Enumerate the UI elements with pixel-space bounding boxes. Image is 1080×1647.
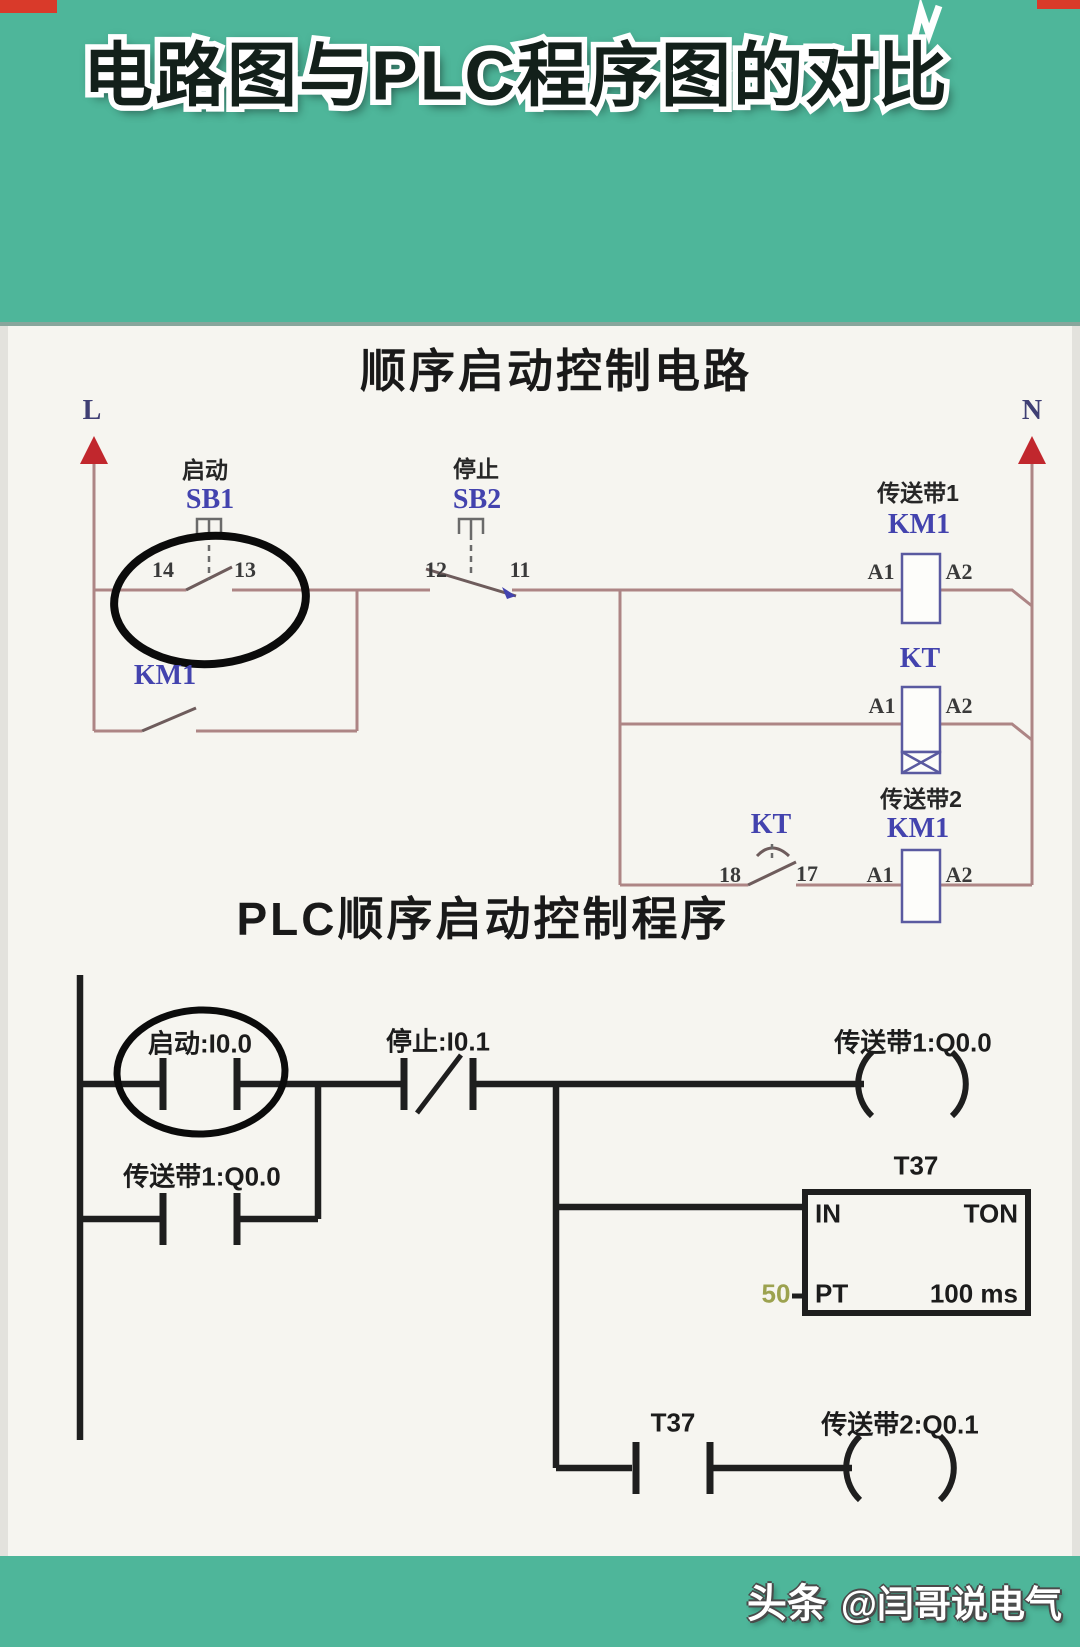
page-title-text: 电路图与PLC程序图的对比 [83, 36, 949, 115]
plc-seal-contact-label: 传送带1:Q0.0 [123, 1161, 281, 1192]
plc-start-contact-label: 启动:I0.0 [147, 1028, 253, 1059]
top-right-red-strip [1037, 0, 1080, 9]
plc-timer-base: 100 ms [929, 1278, 1018, 1309]
l-arrow-icon [80, 436, 108, 464]
seal-contact-blade [141, 706, 197, 733]
plc-coil1-label: 传送带1:Q0.0 [834, 1027, 992, 1058]
plc-ladder-wires [76, 975, 864, 1472]
panel-left-edge [0, 326, 8, 1560]
sb2-contact-blade [425, 567, 517, 598]
timer-coil-id: KT [899, 643, 941, 674]
corner-watermark-mark [909, 0, 943, 45]
stop-terminal-11: 11 [509, 557, 531, 582]
stop-action-label: 停止 [453, 456, 499, 482]
nc-slash [415, 1053, 463, 1115]
stop-terminal-12: 12 [425, 557, 447, 582]
plc-timer-pt: PT [815, 1278, 849, 1309]
plc-stop-contact-label: 停止:I0.1 [385, 1026, 491, 1057]
sb2-release-arrow-icon [502, 587, 516, 599]
circuit-wires [92, 464, 1034, 887]
circuit-coils [900, 552, 942, 924]
coil2-symbol [843, 1433, 863, 1503]
n-rail-label: N [1021, 395, 1043, 426]
top-teal-band [0, 0, 1080, 322]
coil1-symbol [855, 1049, 875, 1119]
panel-right-edge [1072, 326, 1080, 1560]
top-left-red-strip [0, 0, 57, 13]
timer-terminal-17: 17 [796, 861, 818, 886]
plc-timer-type: TON [963, 1198, 1018, 1229]
start-id-label: SB1 [185, 484, 235, 515]
conveyor2-label: 传送带2 [880, 786, 962, 812]
watermark: 头条 @闫哥说电气 [747, 1571, 1062, 1629]
plc-coil2-label: 传送带2:Q0.1 [821, 1409, 979, 1440]
highlight-ellipse-circuit [110, 531, 310, 669]
watermark-handle: @闫哥说电气 [840, 1584, 1062, 1625]
page-title: 电路图与PLC程序图的对比 电路图与PLC程序图的对比 [78, 20, 953, 121]
bottom-teal-band [0, 1556, 1080, 1647]
plc-contact-bars [159, 1058, 714, 1494]
coil1-a2: A2 [945, 559, 973, 584]
conveyor2-coil-id: KM1 [886, 813, 950, 844]
timer-terminal-18: 18 [719, 862, 741, 887]
watermark-platform: 头条 [746, 1582, 827, 1626]
kt-coil-symbol [900, 685, 942, 754]
rail-arrows [80, 436, 1046, 464]
plc-timer-name: T37 [893, 1150, 939, 1181]
l-rail-label: L [82, 395, 102, 426]
highlight-ellipse-plc [113, 1006, 289, 1138]
page-title-outline: 电路图与PLC程序图的对比 [78, 31, 953, 120]
pushbutton-actuators [195, 517, 774, 860]
timer-a2: A2 [945, 693, 973, 718]
kt-contact-blade [747, 860, 797, 887]
timer-a1: A1 [868, 693, 896, 718]
timer-block [802, 1189, 1031, 1316]
conveyor2-coil-symbol [900, 848, 942, 924]
plc-timer-preset: 50 [761, 1278, 791, 1309]
start-terminal-13: 13 [234, 557, 256, 582]
coil1-a1: A1 [867, 559, 895, 584]
circuit-contacts [141, 565, 797, 887]
conveyor1-coil-id: KM1 [887, 509, 951, 540]
n-arrow-icon [1018, 436, 1046, 464]
coil2-a1: A1 [866, 862, 894, 887]
plc-title: PLC顺序启动控制程序 [236, 893, 730, 945]
plc-timer-in: IN [815, 1198, 841, 1229]
seal-contact-label: KM1 [133, 660, 197, 691]
conveyor1-label: 传送带1 [877, 480, 959, 506]
timer-contact-id: KT [750, 809, 792, 840]
circuit-title: 顺序启动控制电路 [360, 345, 752, 397]
plc-coils [843, 1049, 969, 1503]
diagram-panel [0, 322, 1080, 1560]
start-terminal-14: 14 [152, 557, 174, 582]
start-action-label: 启动 [182, 457, 228, 483]
plc-timer-contact-label: T37 [650, 1407, 696, 1438]
stop-id-label: SB2 [452, 484, 502, 515]
km1-coil-symbol [900, 552, 942, 625]
coil2-a2: A2 [945, 862, 973, 887]
